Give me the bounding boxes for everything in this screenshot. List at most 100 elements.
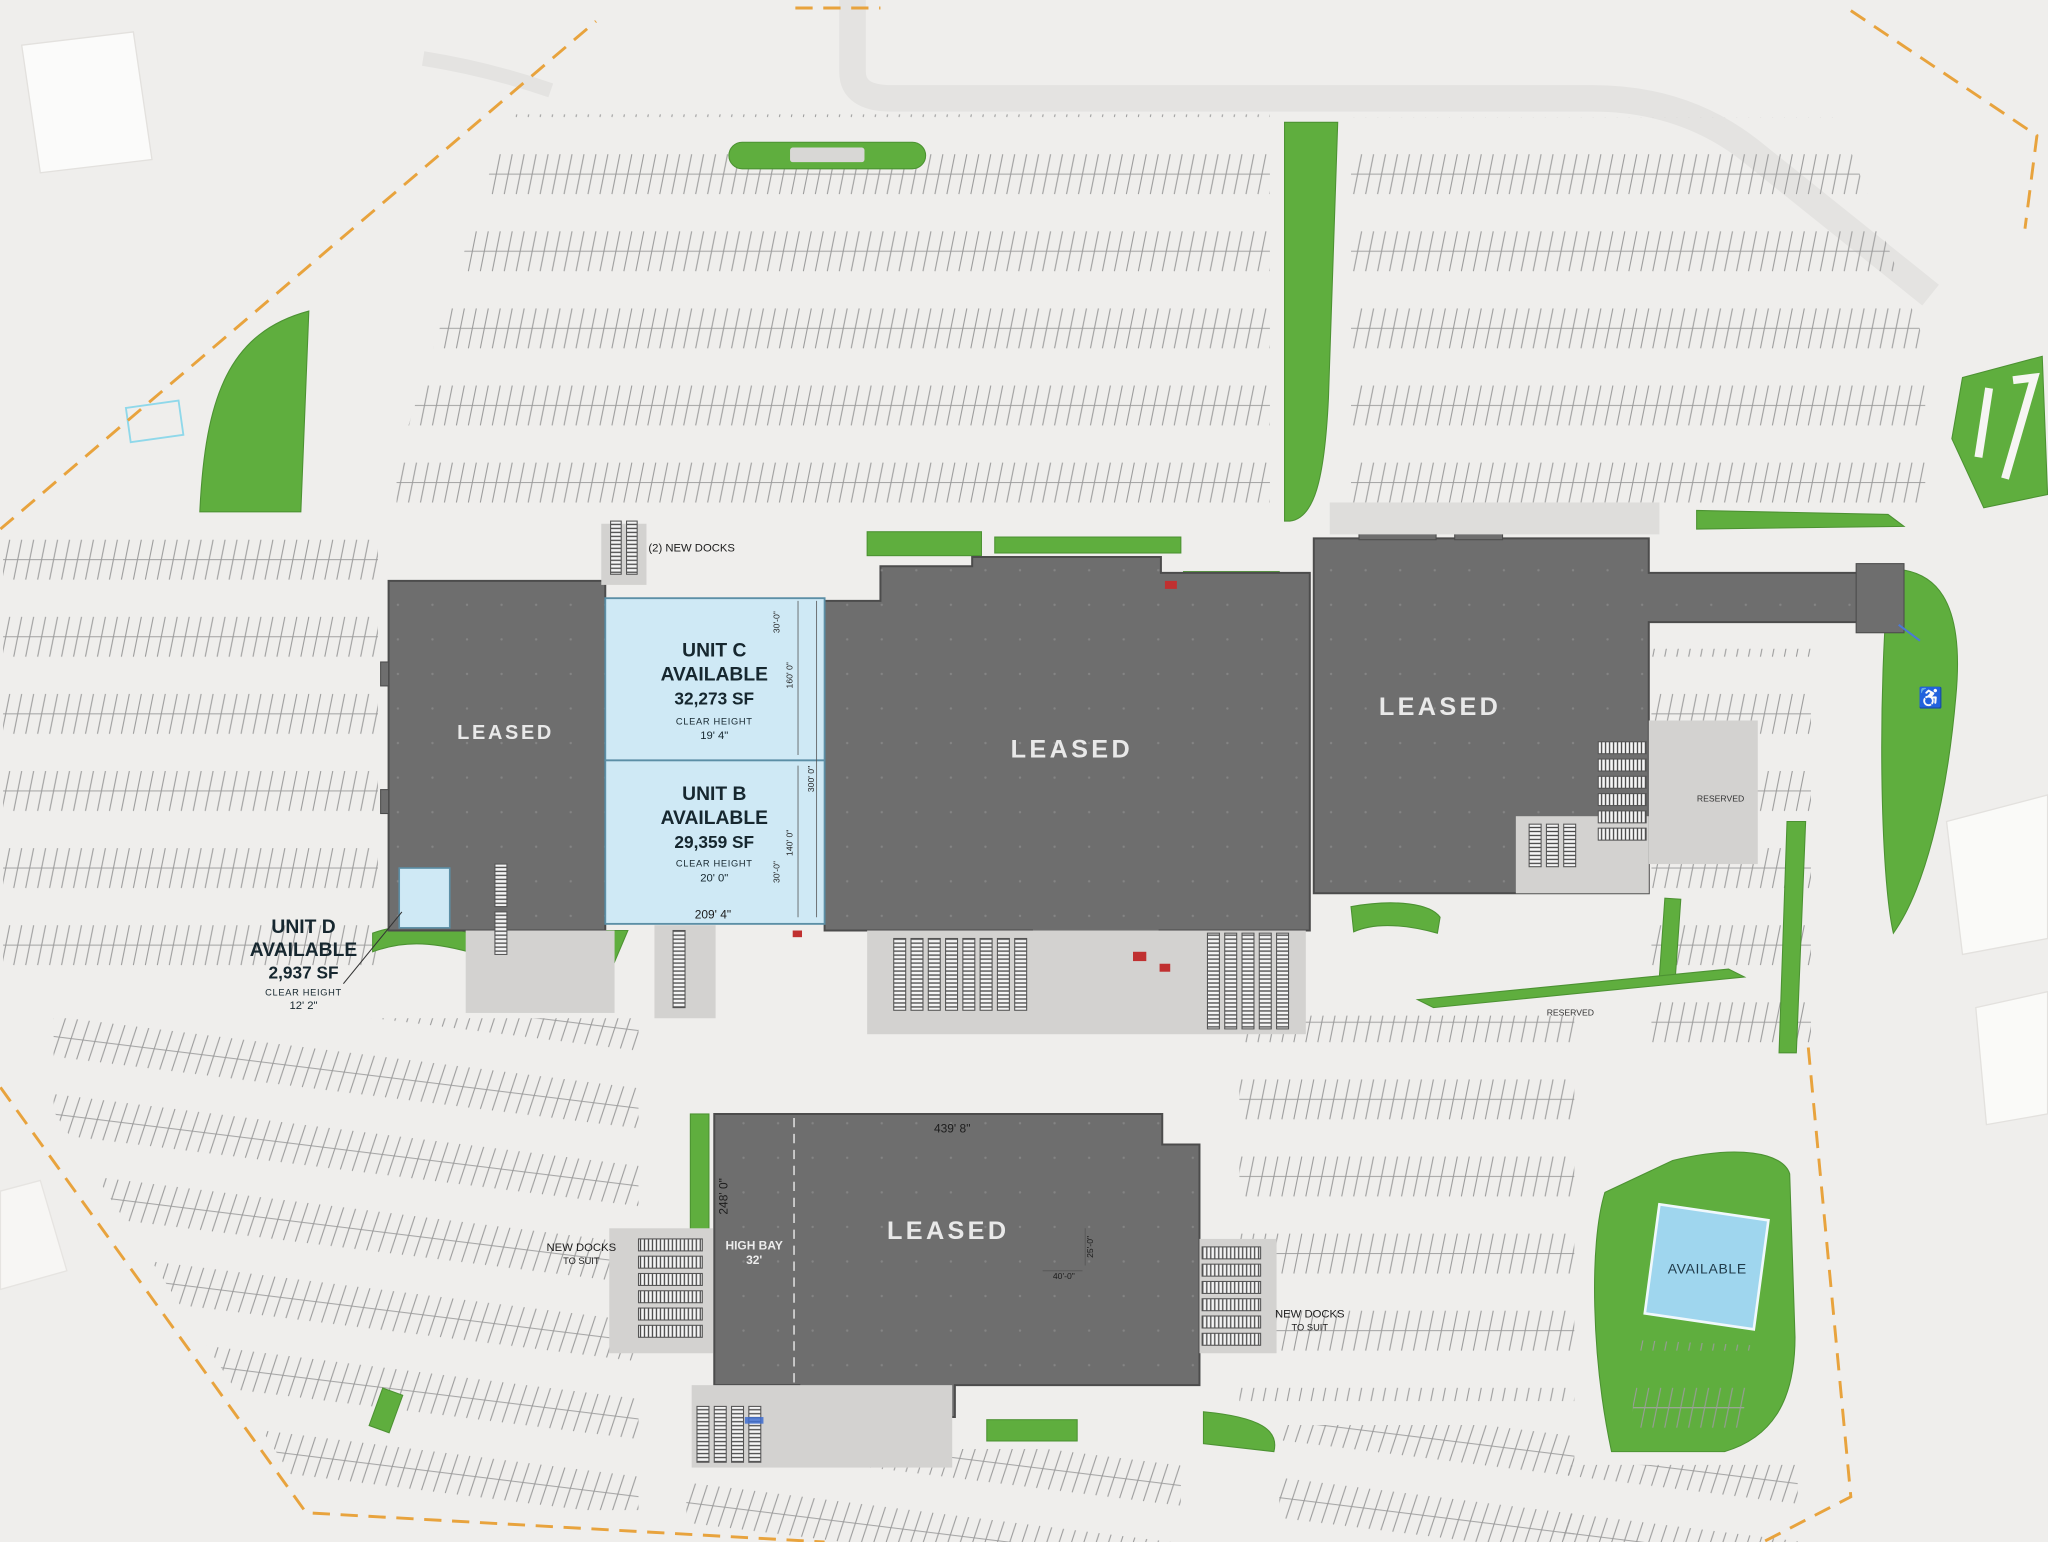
- median-walk: [790, 147, 865, 163]
- accessible-parking-icon: ♿: [1918, 686, 1943, 710]
- building-center: [823, 555, 1311, 948]
- dim-dock-1: 25'-0": [1085, 1236, 1095, 1258]
- building-left: [380, 579, 607, 932]
- dock-bar: [637, 1324, 703, 1338]
- dock-bar: [1563, 823, 1577, 868]
- available-pad-label: AVAILABLE: [1668, 1260, 1747, 1276]
- dock-bar: [893, 937, 907, 1011]
- dock-apron-south-bottom: [691, 1385, 953, 1468]
- dock-bar: [1597, 793, 1647, 807]
- dock-bar: [1276, 932, 1290, 1030]
- annotation-new-docks-east-1: NEW DOCKS: [1275, 1308, 1345, 1320]
- unit-c-name: UNIT C: [682, 641, 746, 662]
- dimension-lines: [797, 600, 1086, 1272]
- building-left-label: LEASED: [457, 722, 554, 744]
- unit-b-area-label: 29,359 SF: [674, 832, 754, 852]
- unit-d-area-label: 2,937 SF: [268, 962, 338, 982]
- dock-bar: [1597, 827, 1647, 841]
- parking-lot-southeast: [1239, 1015, 1575, 1402]
- parking-lot-west: [3, 526, 378, 990]
- dock-bar: [1201, 1315, 1262, 1329]
- unit-b-name: UNIT B: [682, 784, 746, 805]
- boundary-segment: [1762, 1047, 1853, 1542]
- dim-total-depth: 300' 0": [806, 766, 816, 792]
- dim-bay-top: 30'-0": [771, 611, 781, 633]
- green-island: [368, 1387, 404, 1434]
- dock-bar: [1014, 937, 1028, 1011]
- plaza-walk: [1329, 502, 1660, 535]
- dock-apron-east: [1648, 720, 1758, 865]
- parking-lot-south: [686, 1448, 1181, 1542]
- parking-on-green: [1632, 1339, 1753, 1447]
- offsite-building: [0, 1179, 68, 1291]
- unit-d-area[interactable]: [398, 867, 451, 929]
- green-center-strip: [1284, 121, 1339, 522]
- offsite-building: [20, 31, 153, 174]
- green-strip: [1696, 509, 1906, 530]
- unit-d-clear-height-label: CLEAR HEIGHT: [265, 988, 342, 998]
- dim-unit-c-depth: 160' 0": [785, 662, 795, 688]
- unit-d-clear-height: 12' 2": [289, 1000, 317, 1012]
- reserved-label-east: RESERVED: [1697, 794, 1744, 804]
- dock-bars-layer: [494, 520, 1647, 1463]
- labels-layer: LEASED LEASED LEASED LEASED UNIT C AVAIL…: [250, 543, 1943, 1333]
- riser-marker: [1159, 963, 1171, 972]
- boundary-segment: [0, 1086, 825, 1542]
- building-right-label: LEASED: [1379, 693, 1501, 721]
- green-curve: [1350, 902, 1441, 934]
- parking-lot-north-east: [1351, 116, 1926, 511]
- offsite-building: [1945, 794, 2048, 956]
- dock-bar: [1597, 810, 1647, 824]
- landscape-layer: [199, 121, 2048, 1453]
- dock-bar: [713, 1405, 727, 1463]
- pond-outline: [124, 399, 185, 444]
- reserved-label-south: RESERVED: [1547, 1008, 1594, 1018]
- dock-bar: [1545, 823, 1559, 868]
- dock-bar: [610, 520, 622, 575]
- unit-c-clear-height-label: CLEAR HEIGHT: [676, 716, 753, 726]
- dim-unit-b-depth: 140' 0": [785, 830, 795, 856]
- dim-south-depth: 248' 0": [717, 1178, 731, 1214]
- dock-bar: [910, 937, 924, 1011]
- dock-bar: [637, 1272, 703, 1286]
- annotation-new-docks-east-2: TO SUIT: [1292, 1323, 1329, 1333]
- annotation-new-docks-top: (2) NEW DOCKS: [648, 543, 734, 555]
- green-west-curve: [199, 310, 310, 513]
- dock-bar: [1597, 775, 1647, 789]
- green-curve: [1202, 1411, 1276, 1453]
- parking-lot-southeast-lower: [1279, 1425, 1575, 1542]
- unit-d-leader-line: [342, 911, 403, 985]
- unit-c-clear-height: 19' 4": [700, 730, 728, 742]
- dock-bar: [945, 937, 959, 1011]
- dock-bar: [962, 937, 976, 1011]
- dock-bar: [1201, 1332, 1262, 1346]
- parking-lots: [3, 114, 1926, 1542]
- boundary-segment: [0, 20, 597, 531]
- accents-layer: [744, 580, 1921, 1424]
- access-road: [421, 51, 554, 98]
- dock-bar: [672, 929, 686, 1009]
- unit-d-name: UNIT D: [271, 917, 335, 938]
- dock-bar: [637, 1290, 703, 1304]
- unit-d-status: AVAILABLE: [250, 940, 358, 961]
- annotation-high-bay-2: 32': [746, 1253, 762, 1267]
- unit-b-area[interactable]: [604, 759, 826, 925]
- dock-bar: [626, 520, 638, 575]
- unit-b-status: AVAILABLE: [661, 808, 769, 829]
- dim-units-width: 209' 4": [695, 908, 731, 922]
- unit-c-area[interactable]: [604, 597, 826, 762]
- annotation-new-docks-west-1: NEW DOCKS: [547, 1242, 617, 1254]
- dock-bar: [696, 1405, 710, 1463]
- dock-bar: [494, 863, 508, 908]
- building-south-label: LEASED: [887, 1217, 1009, 1245]
- available-pad-area[interactable]: [1643, 1202, 1770, 1331]
- unit-b-clear-height-label: CLEAR HEIGHT: [676, 859, 753, 869]
- dock-bar: [1201, 1280, 1262, 1294]
- green-strip: [994, 536, 1182, 554]
- dock-bar: [637, 1307, 703, 1321]
- green-strip: [866, 531, 982, 557]
- dock-bar: [996, 937, 1010, 1011]
- green-east-leaf: [1881, 568, 1958, 935]
- dock-bar: [1201, 1246, 1262, 1260]
